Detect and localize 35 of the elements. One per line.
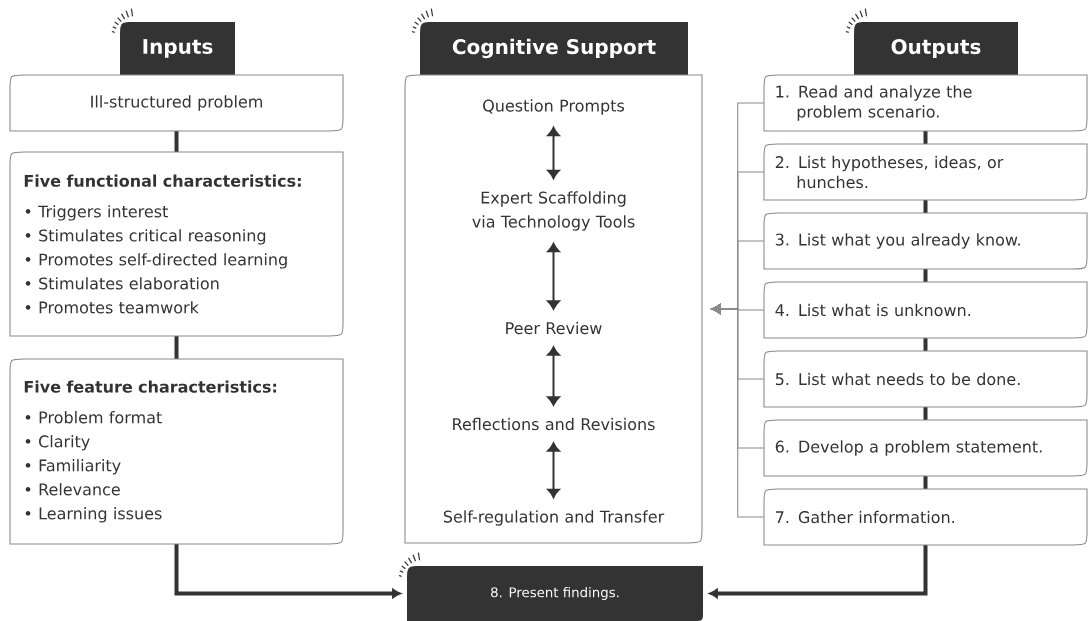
connector [174,336,179,359]
header-tab: Outputs [854,22,1018,75]
support-item: Question Prompts [483,99,625,115]
list-box: Five feature characteristics: • Problem format • Clarity • Familiarity • Relevance • Learning issues [9,358,344,545]
double-arrow [547,346,560,406]
step-box: 1. Read and analyze the problem scenario. [763,74,1088,132]
bracket-arrow [711,303,765,518]
arrow [174,544,401,599]
result-box: 8. Present findings. [407,566,703,621]
step-box: 7. Gather information. [763,488,1088,546]
header-tab: Cognitive Support [420,22,688,75]
double-arrow [547,442,560,499]
support-item: Peer Review [506,321,602,335]
header-tab: Inputs [120,22,235,75]
list-box: Five functional characteristics: • Triggers interest • Stimulates critical reasoning • Promotes self-directed learning • Stimulates elaboration • Promotes teamwork [9,151,344,337]
step-box: 6. Develop a problem statement. [763,419,1088,477]
step-box: 3. List what you already know. [763,212,1088,270]
support-item: Reflections and Revisions [453,417,655,431]
double-arrow [547,126,560,180]
connector [174,131,179,152]
connector [923,200,928,213]
support-item: Expert Scaffolding via Technology Tools [472,191,635,231]
support-item: Self-regulation and Transfer [443,510,665,526]
double-arrow [547,242,560,310]
connector [923,269,928,282]
connector [923,476,928,489]
step-box: 4. List what is unknown. [763,281,1088,339]
panel-box [404,74,703,544]
step-box: 5. List what needs to be done. [763,350,1088,408]
connector [923,131,928,144]
connector [923,338,928,351]
step-box: 2. List hypotheses, ideas, or hunches. [763,143,1088,201]
arrow [709,545,928,599]
connector [923,407,928,420]
text-box: Ill-structured problem [9,74,344,132]
